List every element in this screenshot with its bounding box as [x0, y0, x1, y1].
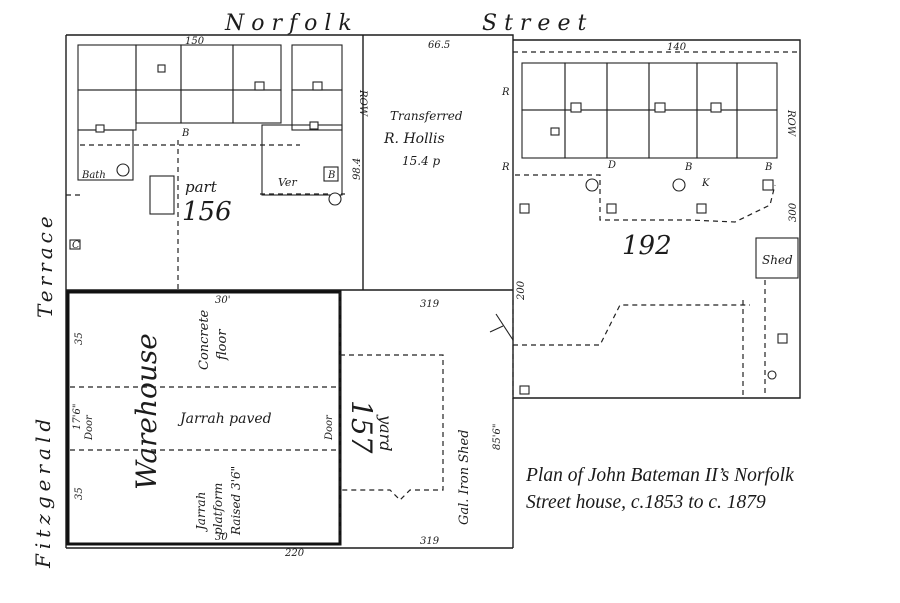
measure-220: 220 [284, 548, 305, 559]
marker-bath: Bath [81, 170, 106, 181]
measure-984: 98.4 [352, 158, 363, 180]
map-caption: Plan of John Bateman II’s Norfolk Street… [526, 462, 896, 516]
measure-319a: 319 [420, 299, 440, 310]
marker-c: C [72, 240, 80, 251]
verandah-label: Ver [278, 176, 297, 189]
marker-r-2: R [501, 87, 510, 98]
measure-319b: 319 [420, 536, 440, 547]
marker-d: D [607, 160, 616, 171]
marker-b-2: B [327, 170, 335, 181]
measure-665: 66.5 [428, 40, 450, 51]
platform-raised-label: Raised 3'6" [229, 466, 243, 536]
street-terrace-label: Terrace [33, 212, 57, 318]
lot-157-label: 157 [345, 400, 378, 454]
concrete-label: Concrete [197, 309, 212, 370]
door-right-label: Door [324, 414, 335, 441]
marker-r-1: R [501, 162, 510, 173]
lot-192-label: 192 [622, 231, 672, 261]
lot-156-label: 156 [182, 197, 232, 227]
measure-150: 150 [185, 36, 205, 47]
measure-30: 30' [215, 295, 230, 306]
lot-part-label: part [185, 178, 218, 196]
marker-b-3: B [684, 162, 692, 173]
transferred-owner-label: R. Hollis [383, 131, 445, 147]
left-house-fixtures [69, 64, 530, 395]
marker-row-right: ROW [785, 109, 796, 137]
angle-line-2 [489, 325, 504, 333]
platform-jarrah-label: Jarrah [194, 492, 208, 533]
warehouse-label: Warehouse [130, 333, 163, 490]
door-width-label: 17'6" [72, 404, 83, 430]
transferred-area-label: 15.4 p [402, 154, 441, 168]
transferred-label: Transferred [390, 109, 463, 123]
measure-35a: 35 [74, 332, 85, 345]
street-fitzgerald-label: Fitzgerald [31, 414, 55, 569]
measure-200: 200 [516, 280, 527, 301]
marker-row-left: ROW [357, 89, 368, 117]
yard-157-outline [340, 354, 444, 501]
shed-label: Shed [762, 253, 793, 267]
street-norfolk-label: Norfolk [224, 11, 359, 36]
marker-b-4: B [764, 162, 772, 173]
platform-label: platform [211, 483, 225, 535]
marker-b-1: B [181, 128, 189, 139]
path-192 [513, 304, 750, 346]
street-street-label: Street [482, 11, 593, 36]
measure-30b: 30 [215, 532, 228, 543]
yard-label: yard [376, 414, 395, 451]
measure-300: 300 [788, 202, 799, 222]
right-house-fixtures [550, 102, 788, 380]
caption-line-2: Street house, c.1853 to c. 1879 [526, 492, 766, 513]
floor-label: floor [215, 329, 230, 361]
measure-35b: 35 [74, 487, 85, 500]
angle-line [495, 313, 514, 341]
caption-line-1: Plan of John Bateman II’s Norfolk [526, 465, 794, 486]
measure-856: 85'6" [492, 424, 503, 450]
marker-k: K [701, 178, 710, 189]
iron-shed-label: Gal. Iron Shed [457, 429, 472, 525]
boundary-line [66, 34, 801, 399]
right-house-rooms [515, 62, 799, 279]
door-left-label: Door [84, 414, 95, 441]
left-house-rooms [66, 44, 345, 290]
jarrah-paved-label: Jarrah paved [177, 411, 272, 427]
measure-140: 140 [667, 42, 687, 53]
